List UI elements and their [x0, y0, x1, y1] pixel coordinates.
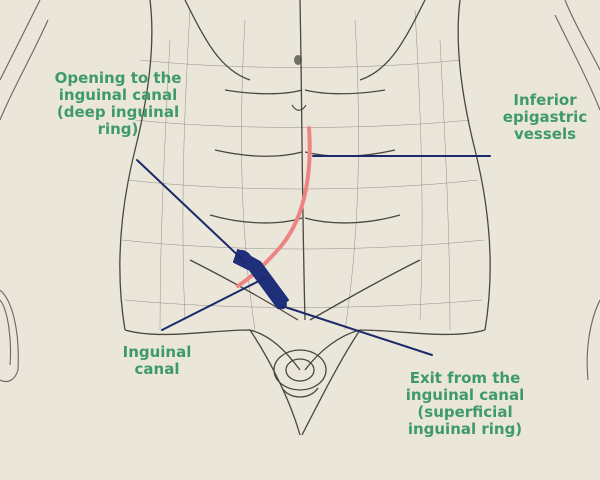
label-superficial-inguinal-ring: Exit from the inguinal canal (superficia… [405, 369, 525, 438]
label-deep-inguinal-ring: Opening to the inguinal canal (deep ingu… [54, 69, 182, 138]
left-arm-sketch [0, 0, 49, 383]
superficial-ring-pointer [281, 305, 433, 356]
label-inguinal-canal: Inguinal canal [122, 343, 192, 378]
pointer-lines [136, 155, 491, 356]
genital-sketch [273, 349, 327, 398]
right-arm-sketch [554, 0, 600, 381]
navel [291, 55, 307, 111]
label-inferior-epigastric-vessels: Inferior epigastric vessels [502, 91, 588, 143]
inguinal-canal-pointer [161, 277, 266, 331]
deep-ring-pointer [136, 159, 246, 263]
